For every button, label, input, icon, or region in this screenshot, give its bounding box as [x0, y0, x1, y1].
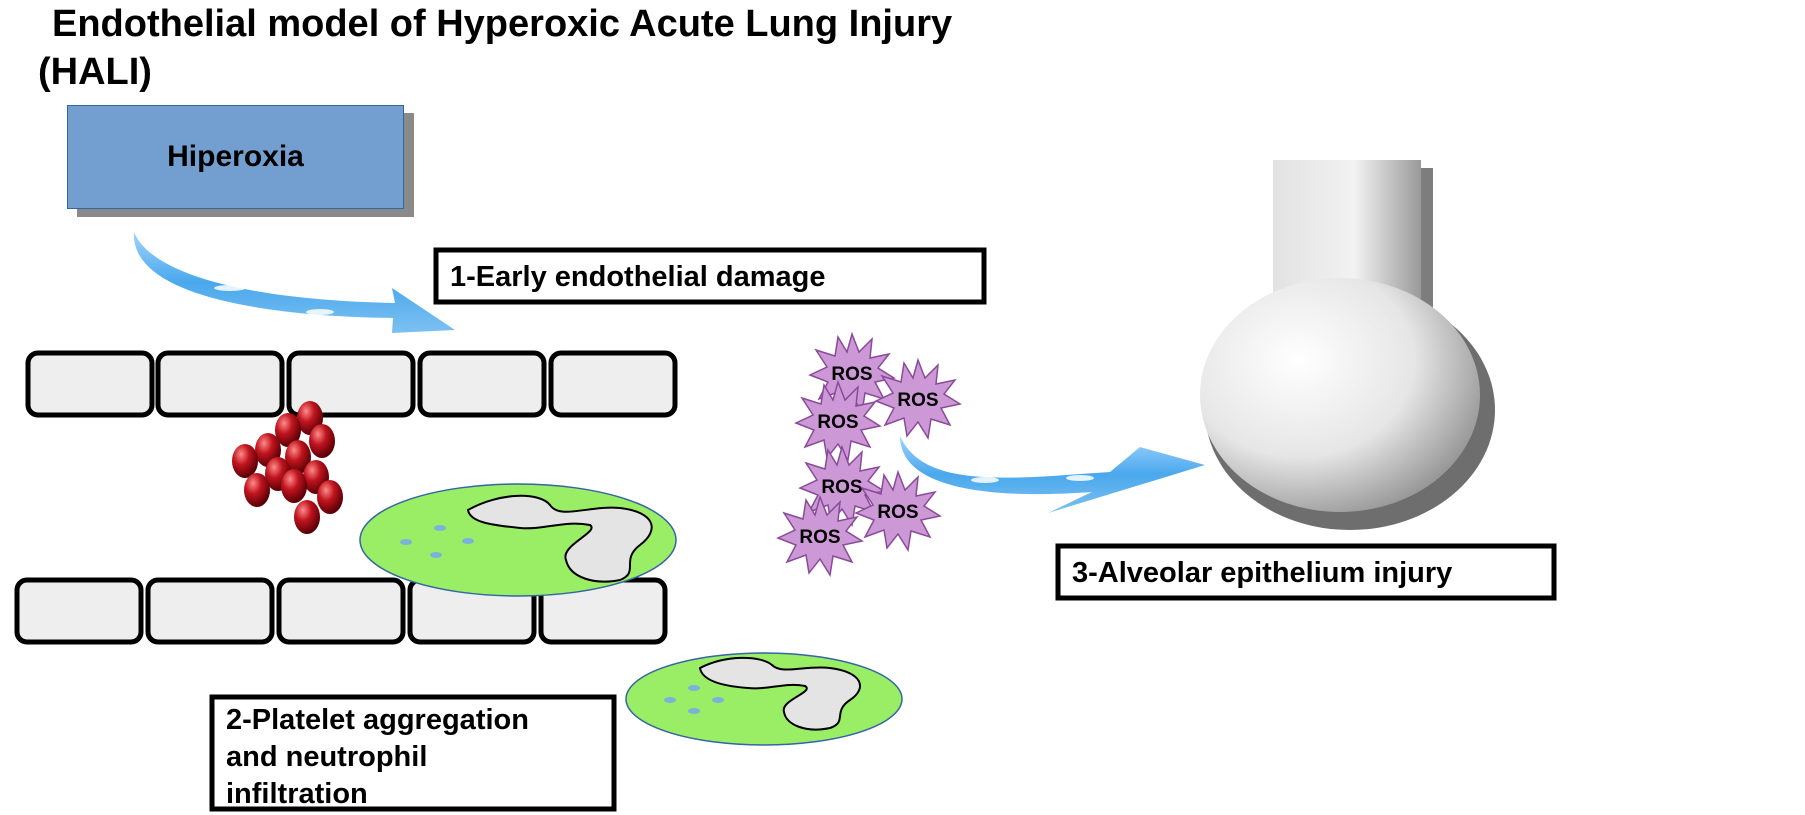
neutrophil-infiltrated — [625, 652, 903, 746]
endothelial-cell — [417, 350, 547, 418]
arrow-hyperoxia-to-endothelium — [133, 232, 455, 333]
ros-label: ROS — [831, 364, 872, 385]
ros-cluster: ROS ROS ROS ROS ROS ROS — [776, 331, 962, 578]
ros-label: ROS — [799, 527, 840, 548]
red-blood-cell — [294, 500, 320, 534]
diagram-title: Endothelial model of Hyperoxic Acute Lun… — [38, 0, 952, 96]
red-blood-cell — [285, 440, 311, 474]
hyperoxia-box: Hiperoxia — [67, 105, 404, 209]
step2-box: 2-Platelet aggregation and neutrophil in… — [209, 694, 617, 812]
red-blood-cell — [275, 413, 301, 447]
red-blood-cell — [244, 473, 270, 507]
endothelial-cell — [145, 577, 275, 645]
arrow-ros-to-alveolus — [900, 436, 1205, 513]
ros-label: ROS — [821, 477, 862, 498]
endothelial-cell — [25, 350, 155, 418]
red-blood-cell — [232, 444, 258, 478]
ros-star: ROS — [794, 379, 882, 463]
title-line-2: (HALI) — [38, 51, 152, 93]
ros-star: ROS — [776, 494, 864, 578]
neutrophil-nucleus — [698, 656, 861, 731]
ros-star: ROS — [808, 331, 896, 415]
step2-label-line3: infiltration — [226, 778, 368, 810]
step3-label: 3-Alveolar epithelium injury — [1072, 557, 1452, 589]
alveolus — [1200, 159, 1495, 530]
neutrophil-in-vessel — [359, 483, 677, 597]
endothelial-cell — [155, 350, 285, 418]
neutrophil-nucleus — [466, 494, 653, 583]
step1-label: 1-Early endothelial damage — [450, 261, 826, 293]
title-line-1: Endothelial model of Hyperoxic Acute Lun… — [52, 3, 953, 45]
endothelial-layer-top — [25, 350, 678, 418]
alveolar-sac — [1200, 278, 1480, 512]
red-blood-cell — [281, 469, 307, 503]
step2-label-line2: and neutrophil — [226, 741, 427, 773]
endothelial-cell — [548, 350, 678, 418]
ros-label: ROS — [877, 502, 918, 523]
ros-label: ROS — [897, 390, 938, 411]
endothelial-cell — [14, 577, 144, 645]
red-blood-cell — [317, 480, 343, 514]
red-blood-cell-cluster — [232, 401, 343, 534]
hyperoxia-label: Hiperoxia — [167, 140, 304, 173]
step3-box: 3-Alveolar epithelium injury — [1055, 543, 1557, 601]
ros-star: ROS — [874, 357, 962, 441]
ros-label: ROS — [817, 412, 858, 433]
ros-star: ROS — [854, 469, 942, 553]
step2-label-line1: 2-Platelet aggregation — [226, 704, 529, 736]
endothelial-cell — [286, 350, 416, 418]
red-blood-cell — [309, 424, 335, 458]
step1-box: 1-Early endothelial damage — [433, 247, 987, 305]
endothelial-cell — [276, 577, 406, 645]
